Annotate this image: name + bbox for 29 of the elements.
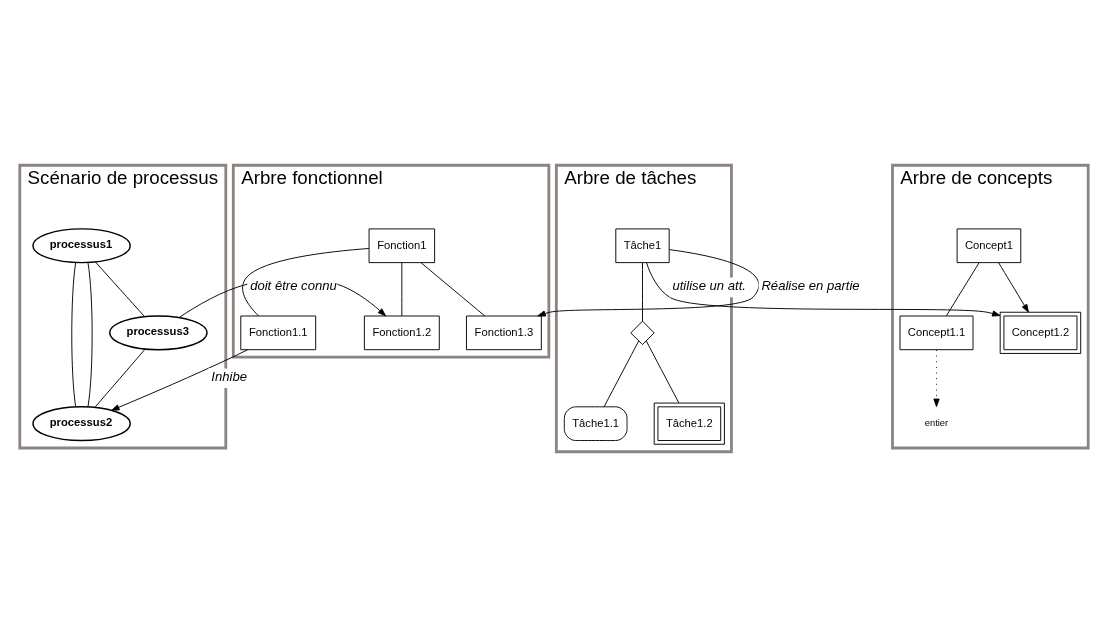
edge-label: Réalise en partie [761, 278, 860, 294]
node-box: Tâche1 [615, 228, 670, 264]
connector [94, 348, 146, 408]
connector [645, 340, 680, 404]
node-box: Fonction1.2 [363, 315, 440, 351]
node-diamond [630, 320, 655, 346]
arrow [646, 262, 1001, 317]
node-ellipse: processus1 [32, 228, 131, 264]
node-ellipse: processus3 [109, 315, 208, 351]
connector [94, 261, 145, 317]
connector [603, 340, 640, 408]
connector [242, 248, 370, 317]
arrow [998, 262, 1029, 313]
connector [401, 262, 403, 317]
node-text: entier [924, 418, 949, 429]
node-box: Fonction1.1 [240, 315, 317, 351]
connector [420, 262, 486, 317]
node-box: Fonction1 [368, 228, 436, 264]
connector [642, 262, 643, 322]
arrow [933, 349, 940, 407]
node-box: Concept1.1 [899, 315, 974, 351]
connector [945, 262, 980, 317]
connector [87, 262, 93, 408]
node-box: Tâche1.1 [563, 406, 628, 441]
node-box: Concept1 [956, 228, 1022, 264]
connector [71, 262, 77, 408]
edge-label: doit être connu [250, 278, 337, 294]
arrow [537, 249, 760, 317]
node-box: Fonction1.3 [465, 315, 542, 351]
